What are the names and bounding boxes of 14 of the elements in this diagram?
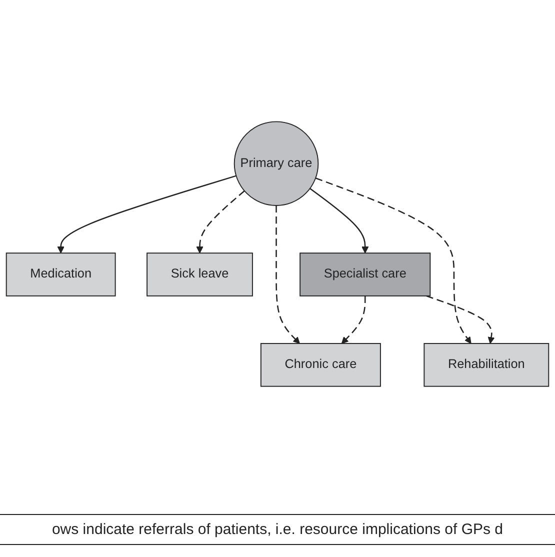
- node-box: Rehabilitation: [424, 343, 550, 387]
- arrow: [315, 178, 472, 344]
- node-box: Medication: [6, 252, 116, 296]
- arrow: [310, 188, 369, 254]
- node-box: Chronic care: [260, 343, 381, 387]
- arrow: [426, 295, 495, 344]
- caption: ows indicate referrals of patients, i.e. resource implications of GPs d: [0, 514, 555, 545]
- node-circle: Primary care: [234, 121, 319, 206]
- node-box: Specialist care: [300, 252, 431, 296]
- node-box: Sick leave: [146, 252, 253, 296]
- arrow: [341, 296, 366, 344]
- arrow: [196, 190, 245, 254]
- arrow: [276, 206, 300, 344]
- arrow: [57, 175, 236, 254]
